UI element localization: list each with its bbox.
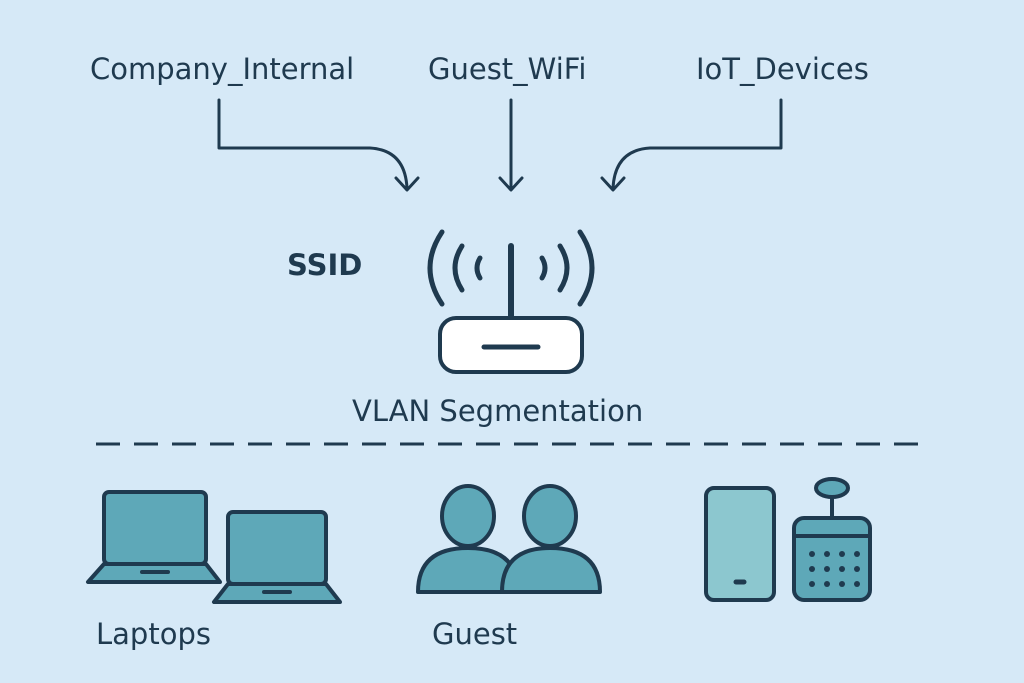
user-icon-2 — [500, 484, 602, 594]
smart-speaker-icon — [792, 477, 872, 602]
laptop-icon — [86, 490, 222, 584]
arrow-company-internal-head — [394, 176, 420, 192]
router-icon — [427, 229, 595, 374]
phone-icon — [704, 486, 776, 602]
arrow-iot-devices — [611, 98, 783, 190]
ssid-label-iot-devices: IoT_Devices — [696, 52, 869, 86]
group-label-laptops: Laptops — [96, 617, 211, 651]
arrow-company-internal — [217, 98, 409, 190]
arrow-iot-devices-head — [600, 176, 626, 192]
vlan-segmentation-label: VLAN Segmentation — [352, 394, 644, 428]
ssid-label-guest-wifi: Guest_WiFi — [428, 52, 587, 86]
laptop-icon-2 — [212, 510, 342, 604]
ssid-label-company-internal: Company_Internal — [90, 52, 355, 86]
group-label-guest: Guest — [432, 617, 518, 651]
ssid-caption: SSID — [287, 248, 363, 282]
arrow-guest-wifi-head — [498, 176, 524, 192]
